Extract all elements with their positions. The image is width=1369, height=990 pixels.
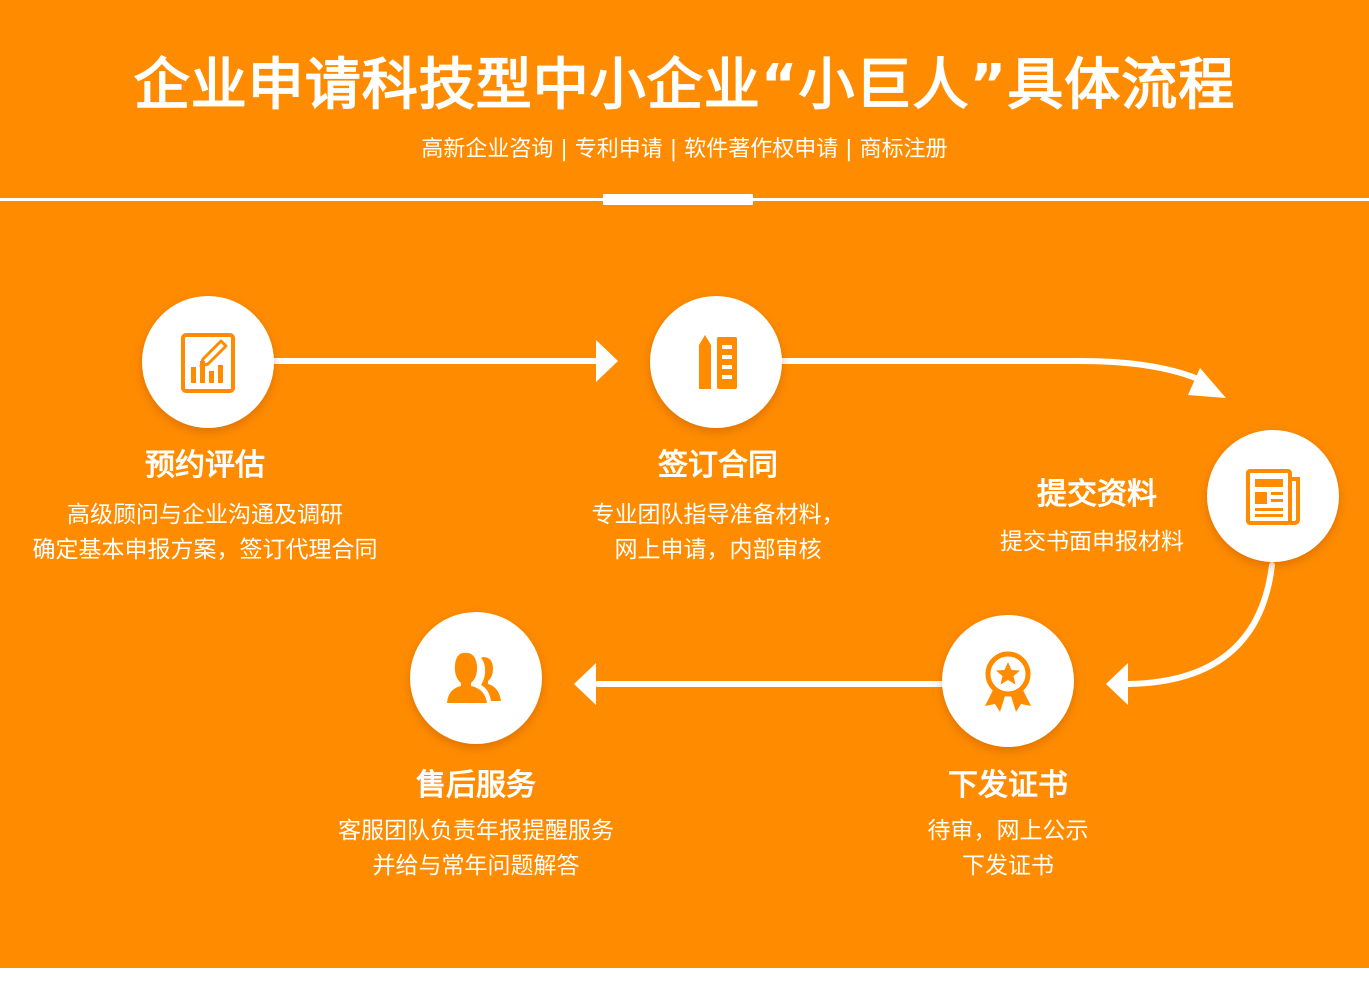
step-1-circle [142,296,274,428]
step-1-desc-line: 高级顾问与企业沟通及调研 [67,502,343,528]
step-5-desc-line: 客服团队负责年报提醒服务 [338,818,614,844]
chart-report-icon [181,333,235,393]
step-5-desc-line: 并给与常年问题解答 [372,853,580,879]
arrowhead-step2 [596,340,618,382]
arrowhead-step4 [1106,663,1128,705]
step-4-circle [942,615,1074,747]
page-subtitle: 高新企业咨询 | 专利申请 | 软件著作权申请 | 商标注册 [421,137,948,162]
step-4-desc-line: 下发证书 [962,853,1054,879]
arrow-step2-to-step3 [777,358,1208,385]
step-2-desc-line: 网上申请，内部审核 [614,537,822,563]
users-icon [447,652,501,703]
step-2-description: 专业团队指导准备材料， 网上申请，内部审核 [518,498,918,568]
step-4-description: 待审，网上公示 下发证书 [858,814,1158,884]
step-4-desc-line: 待审，网上公示 [927,818,1089,844]
document-pen-icon [699,335,737,389]
step-1-title: 预约评估 [145,448,265,483]
header-divider-accent [603,194,753,205]
step-2-circle [650,296,782,428]
page-title: 企业申请科技型中小企业“小巨人”具体流程 [133,53,1236,118]
step-5-description: 客服团队负责年报提醒服务 并给与常年问题解答 [276,814,676,884]
step-5-title: 售后服务 [416,768,536,803]
arrow-step3-to-step4 [1125,562,1275,687]
step-3-desc-line: 提交书面申报材料 [1000,529,1184,555]
step-1-description: 高级顾问与企业沟通及调研 确定基本申报方案，签订代理合同 [5,498,405,568]
background-panel [0,0,1369,968]
step-3-description: 提交书面申报材料 [942,525,1242,560]
arrowhead-step3 [1188,368,1226,398]
step-5-circle [410,612,542,744]
step-3-title: 提交资料 [1037,477,1157,512]
step-2-desc-line: 专业团队指导准备材料， [591,502,845,528]
newspaper-icon [1246,469,1300,525]
step-2-title: 签订合同 [658,448,778,483]
step-1-desc-line: 确定基本申报方案，签订代理合同 [32,537,378,563]
award-medal-icon [985,651,1031,712]
step-4-title: 下发证书 [948,768,1068,803]
step-3-circle [1207,430,1339,562]
arrowhead-step5 [574,663,596,705]
